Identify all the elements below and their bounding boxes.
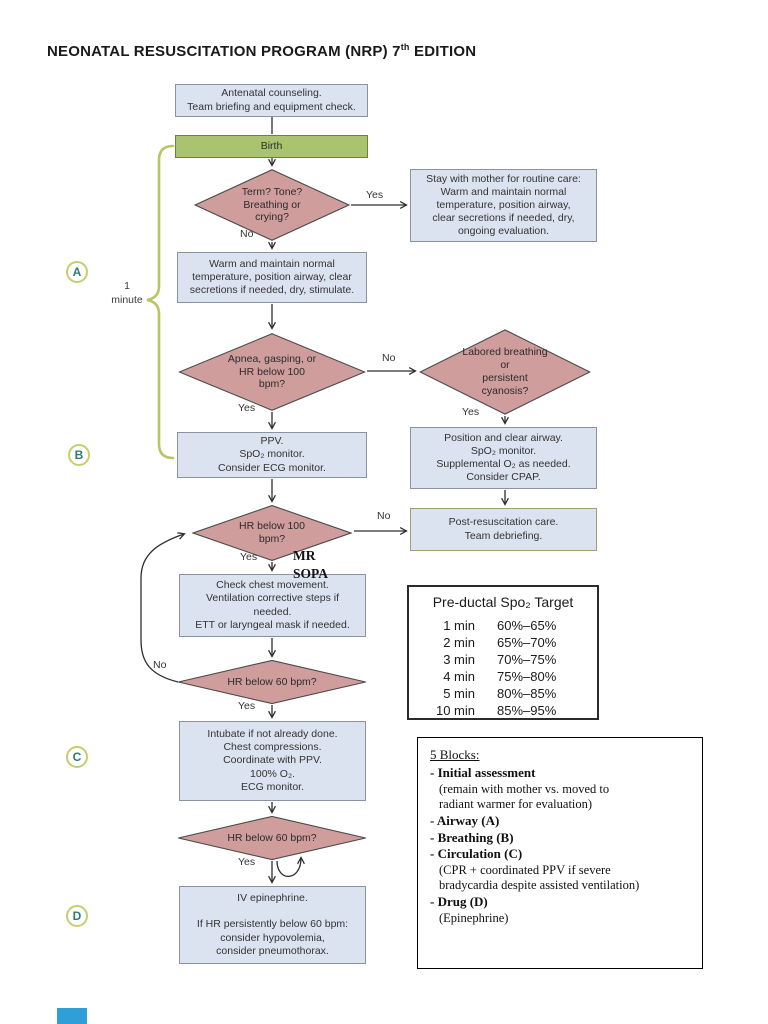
diamond-apnea-gasping: Apnea, gasping, or HR below 100 bpm? (178, 333, 366, 411)
label-yes-hr60b: Yes (238, 856, 256, 868)
diamond-shape (419, 329, 591, 415)
label-yes-hr60: Yes (238, 700, 256, 712)
diamond-hr-below-100: HR below 100 bpm? (192, 505, 352, 561)
marker-a: A (66, 261, 88, 283)
list-item: - Circulation (C) (CPR + coordinated PPV… (430, 846, 640, 893)
loop-hr60b-self (276, 856, 305, 877)
diamond-hr-below-60-second: HR below 60 bpm? (177, 816, 367, 860)
box-check-chest: Check chest movement. Ventilation correc… (179, 574, 366, 637)
diamond-shape (194, 169, 350, 241)
diamond-shape (177, 660, 367, 704)
diamond-shape (177, 816, 367, 860)
label-yes-labored: Yes (462, 406, 480, 418)
label-yes-initial: Yes (366, 189, 384, 201)
label-no-apnea: No (382, 352, 396, 364)
box-position-airway: Position and clear airway. SpO₂ monitor.… (410, 427, 597, 489)
list-item: - Drug (D) (Epinephrine) (430, 894, 509, 925)
label-no-initial: No (240, 228, 254, 240)
diamond-term-tone: Term? Tone? Breathing or crying? (194, 169, 350, 241)
box-ppv: PPV. SpO₂ monitor. Consider ECG monitor. (177, 432, 367, 478)
box-birth: Birth (175, 135, 368, 158)
label-yes-apnea: Yes (238, 402, 256, 414)
box-warm-maintain: Warm and maintain normal temperature, po… (177, 252, 367, 303)
page-title: NEONATAL RESUSCITATION PROGRAM (NRP) 7th… (47, 42, 477, 60)
diamond-labored-breathing: Labored breathing or persistent cyanosis… (419, 329, 591, 415)
spo2-table-title: Pre-ductal Spo₂ Target (432, 594, 574, 610)
diamond-shape (192, 505, 352, 561)
marker-b: B (68, 444, 90, 466)
label-no-hr60: No (153, 659, 167, 671)
list-item: - Breathing (B) (430, 829, 514, 845)
list-item: - Airway (A) (430, 812, 500, 828)
box-antenatal-counseling: Antenatal counseling. Team briefing and … (175, 84, 368, 117)
box-stay-with-mother: Stay with mother for routine care: Warm … (410, 169, 597, 242)
label-no-hr100: No (377, 510, 391, 522)
box-iv-epinephrine: IV epinephrine. If HR persistently below… (179, 886, 366, 964)
list-item: - Initial assessment (remain with mother… (430, 765, 610, 812)
diamond-hr-below-60-first: HR below 60 bpm? (177, 660, 367, 704)
box-intubate-compressions: Intubate if not already done. Chest comp… (179, 721, 366, 801)
five-blocks-legend: 5 Blocks: - Initial assessment (remain w… (417, 737, 703, 969)
marker-c: C (66, 746, 88, 768)
marker-d: D (66, 905, 88, 927)
one-minute-label: 1 minute (111, 280, 143, 306)
mr-sopa-annotation: MR SOPA (293, 548, 329, 581)
next-page-edge (57, 1008, 87, 1024)
blocks-heading: 5 Blocks: (430, 747, 480, 762)
label-yes-hr100: Yes (240, 551, 258, 563)
box-post-resuscitation: Post-resuscitation care. Team debriefing… (410, 508, 597, 551)
diamond-shape (178, 333, 366, 411)
